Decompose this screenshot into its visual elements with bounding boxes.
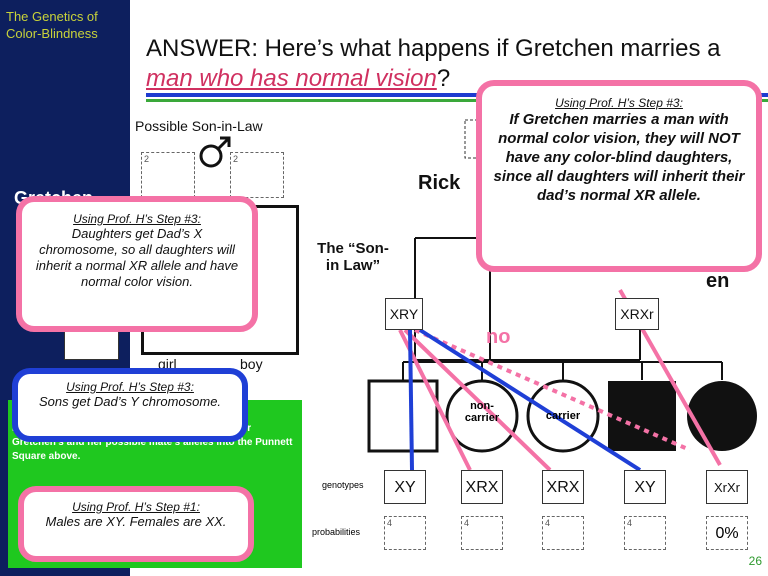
page-title: ANSWER: Here’s what happens if Gretchen … xyxy=(146,34,766,94)
punnett-heading: Possible Son-in-Law xyxy=(135,118,263,134)
probability-value: 4 xyxy=(464,518,470,528)
title-suffix: ? xyxy=(436,65,451,92)
cell-number: 2 xyxy=(144,154,150,164)
callout-top-right: Using Prof. H’s Step #3: If Gretchen mar… xyxy=(476,80,762,272)
child-probability: 4 xyxy=(624,516,666,550)
child-probability: 4 xyxy=(542,516,584,550)
callout-daughters: Using Prof. H’s Step #3: Daughters get D… xyxy=(16,196,258,332)
title-rule-blue xyxy=(146,93,768,97)
son-in-law-label: The “Son- in Law” xyxy=(317,240,389,274)
child-label-non-carrier: non- carrier xyxy=(464,400,500,424)
punnett-header-cell: 2 xyxy=(230,152,284,198)
callout-heading: Using Prof. H’s Step #3: xyxy=(73,212,201,226)
child-genotype: XY xyxy=(384,470,426,504)
no-label: no xyxy=(486,326,511,348)
son-in-law-genotype: XRY xyxy=(385,298,423,330)
child-probability: 0% xyxy=(706,516,748,550)
callout-males-females: Using Prof. H’s Step #1: Males are XY. F… xyxy=(18,486,254,562)
callout-body: Males are XY. Females are XX. xyxy=(45,514,227,529)
genotypes-label: genotypes xyxy=(322,480,364,490)
child-genotype: XRX xyxy=(461,470,503,504)
title-prefix: ANSWER: Here’s what happens if Gretchen … xyxy=(146,35,721,62)
callout-sons: Using Prof. H’s Step #3: Sons get Dad’s … xyxy=(12,368,248,442)
slide-number: 26 xyxy=(748,554,762,568)
callout-heading: Using Prof. H’s Step #3: xyxy=(555,96,683,110)
title-rule-green xyxy=(146,99,768,102)
gretchen-partial-label: en xyxy=(706,270,730,292)
probability-value: 4 xyxy=(545,518,551,528)
gretchen-genotype: XRXr xyxy=(615,298,659,330)
child-genotype: XRX xyxy=(542,470,584,504)
row-label-boy: boy xyxy=(240,356,263,372)
callout-body: Sons get Dad’s Y chromosome. xyxy=(38,394,222,409)
cell-number: 2 xyxy=(233,154,239,164)
punnett-header-cell: 2 xyxy=(141,152,195,198)
male-symbol-icon xyxy=(198,134,234,175)
probabilities-label: probabilities xyxy=(312,527,361,537)
child-probability: 4 xyxy=(384,516,426,550)
probability-value: 4 xyxy=(387,518,393,528)
title-link[interactable]: man who has normal vision xyxy=(146,65,437,92)
probability-value: 0% xyxy=(715,525,739,542)
rick-label: Rick xyxy=(418,172,461,194)
callout-body: Daughters get Dad’s X chromosome, so all… xyxy=(35,226,239,289)
probability-value: 4 xyxy=(627,518,633,528)
sidebar-title: The Genetics of Color-Blindness xyxy=(6,9,98,41)
child-genotype: XY xyxy=(624,470,666,504)
child-probability: 4 xyxy=(461,516,503,550)
callout-heading: Using Prof. H’s Step #3: xyxy=(66,380,194,394)
child-label-carrier: carrier xyxy=(545,410,581,422)
callout-heading: Using Prof. H’s Step #1: xyxy=(72,500,200,514)
child-genotype: XrXr xyxy=(706,470,748,504)
callout-body: If Gretchen marries a man with normal co… xyxy=(493,111,745,204)
